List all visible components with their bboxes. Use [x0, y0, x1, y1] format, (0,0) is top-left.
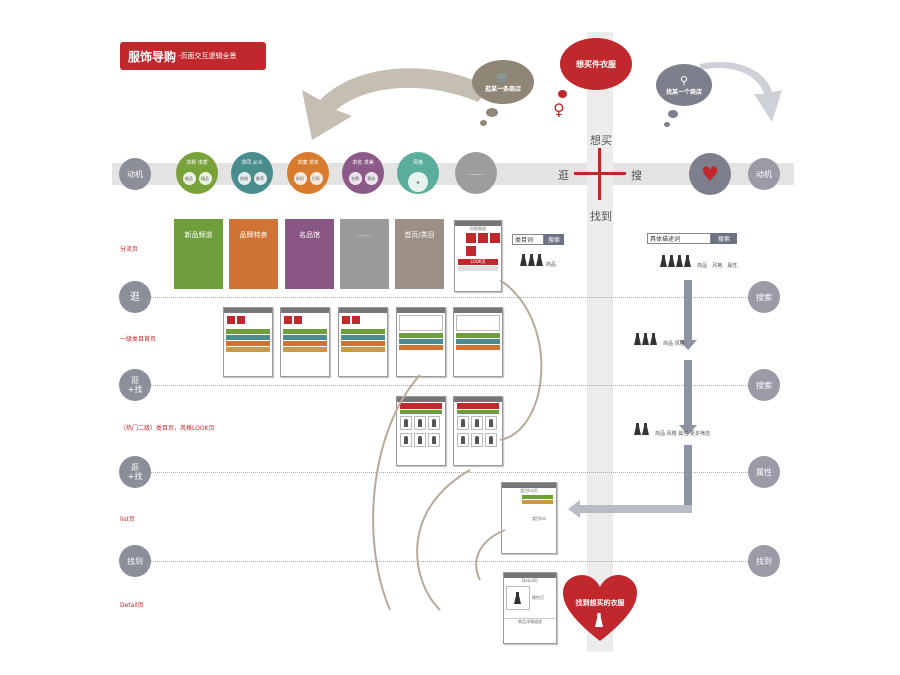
- row-line-browse: [150, 297, 750, 298]
- cross-label-right: 搜: [631, 169, 642, 182]
- cat-wireframe-1[interactable]: [223, 307, 273, 377]
- row-label-browse: 逛: [119, 281, 151, 313]
- motive-heart[interactable]: ♥: [689, 153, 731, 195]
- label-list: list页: [120, 516, 135, 523]
- row-label-browse-find: 逛 +找: [119, 369, 151, 401]
- left-search-results: 商品: [520, 251, 556, 270]
- bubble-dot: [668, 110, 678, 118]
- motive-brand[interactable]: 求名 求美 名牌潮流: [342, 152, 384, 194]
- category-brand-sale[interactable]: 品牌特卖: [229, 219, 278, 289]
- bubble-dot: [480, 120, 487, 126]
- cat-wireframe-3[interactable]: [338, 307, 388, 377]
- left-search-box[interactable]: 类目词 搜索: [512, 234, 564, 245]
- row-label-find: 找到: [119, 545, 151, 577]
- person-icon: ♀: [553, 100, 565, 119]
- dress-icon: [595, 612, 604, 631]
- right-label-search2: 搜索: [748, 369, 780, 401]
- right-results-1: 商品 风格: [634, 330, 685, 349]
- look-channel-wireframe[interactable]: 风格频道 LOOK页: [454, 220, 502, 292]
- clover-icon: ✤: [408, 172, 428, 192]
- center-vertical-band: [587, 32, 613, 652]
- list-page-wireframe[interactable]: 类目list页 类目list: [501, 482, 557, 554]
- magnifier-icon: ⚲: [679, 74, 689, 87]
- bubble-want: 想买件衣服: [560, 38, 632, 90]
- cat-wireframe-5[interactable]: [453, 307, 503, 377]
- label-cat2: （热门二级）类目页，风格LOOK页: [120, 425, 215, 432]
- right-search-input[interactable]: 具体描述词: [647, 233, 711, 244]
- heart-shape: [563, 575, 637, 641]
- bubble-browse: 🛒 逛某一条商店: [472, 60, 534, 104]
- label-channel: 分流页: [120, 246, 139, 253]
- bubble-dot: [664, 122, 670, 127]
- look-channel-title: 风格频道: [470, 226, 486, 231]
- down-arrow-2: [684, 360, 692, 430]
- look-page-tag: LOOK页: [458, 259, 498, 265]
- cross-label-left: 逛: [558, 169, 569, 182]
- category-new[interactable]: 新品频道: [174, 219, 223, 289]
- bubble-dot: [486, 108, 498, 117]
- right-search-results: 商品 风格 属性: [660, 252, 737, 271]
- right-results-2: 商品 风格 属性 更多筛选: [634, 420, 710, 439]
- cross-vertical: [598, 148, 601, 200]
- left-curved-arrow: [302, 68, 490, 140]
- row-line-find: [150, 561, 750, 562]
- cart-icon: 🛒: [496, 71, 510, 84]
- right-curved-arrow: [700, 61, 782, 122]
- title-main: 服饰导购: [128, 49, 177, 64]
- bubble-want-text: 想买件衣服: [576, 59, 616, 69]
- row-line-browse-find: [150, 385, 750, 386]
- bubble-browse-text: 逛某一条商店: [484, 86, 521, 93]
- sub-cat-wireframe-1[interactable]: [396, 396, 446, 466]
- motive-band: [112, 163, 794, 185]
- category-luxury[interactable]: 名品馆: [285, 219, 334, 289]
- right-label-search1: 搜索: [748, 281, 780, 313]
- row-line-browse-find2: [150, 472, 750, 473]
- right-search-button[interactable]: 搜索: [711, 233, 737, 244]
- left-search-input[interactable]: 类目词: [512, 234, 544, 245]
- down-arrow-1: [684, 280, 692, 340]
- down-arrow-3: [684, 445, 692, 510]
- motive-more[interactable]: ……: [455, 152, 497, 194]
- diagram-title: 服饰导购 -页面交互逻辑全景: [120, 42, 266, 70]
- label-detail: Detail页: [120, 602, 144, 609]
- bubble-dot: [558, 90, 567, 98]
- right-search-box[interactable]: 具体描述词 搜索: [647, 233, 737, 244]
- detail-attr-label: 属性页: [532, 595, 544, 600]
- sub-cat-wireframe-2[interactable]: [453, 396, 503, 466]
- category-home[interactable]: 首页/类目: [395, 219, 444, 289]
- title-sub: -页面交互逻辑全景: [178, 52, 237, 60]
- row-label-motive: 动机: [119, 158, 151, 190]
- heart-text: 找到想买的衣服: [575, 599, 625, 607]
- detail-info-label: 商品详情描述: [504, 618, 556, 625]
- right-label-attr: 属性: [748, 456, 780, 488]
- bubble-find-text: 找某一个商店: [665, 89, 702, 96]
- cat-wireframe-4[interactable]: [396, 307, 446, 377]
- label-cat1: 一级类目首页: [120, 336, 157, 343]
- right-label-motive: 动机: [748, 158, 780, 190]
- list-label: 类目list: [532, 516, 546, 521]
- bubble-find: ⚲ 找某一个商店: [656, 64, 712, 106]
- flow-curves: [372, 280, 543, 611]
- left-arrow-to-list: [580, 505, 692, 513]
- motive-new[interactable]: 求新 求质 新品精品: [176, 152, 218, 194]
- detail-page-wireframe[interactable]: Detail页 属性页 商品详情描述: [503, 572, 557, 644]
- wire-header: [455, 221, 501, 226]
- motive-popular[interactable]: 求同 从众 热销推荐: [231, 152, 273, 194]
- category-more[interactable]: ……: [340, 219, 389, 289]
- cross-label-top: 想买: [590, 134, 612, 147]
- motive-style[interactable]: 风格 ✤: [397, 152, 439, 194]
- right-label-find: 找到: [748, 545, 780, 577]
- heart-icon: ♥: [701, 162, 719, 186]
- cat-wireframe-2[interactable]: [280, 307, 330, 377]
- cross-label-bottom: 找到: [590, 210, 612, 223]
- motive-cheap[interactable]: 求廉 求实 折扣打折: [287, 152, 329, 194]
- row-label-browse-find2: 逛 +找: [119, 456, 151, 488]
- left-search-button[interactable]: 搜索: [544, 234, 564, 245]
